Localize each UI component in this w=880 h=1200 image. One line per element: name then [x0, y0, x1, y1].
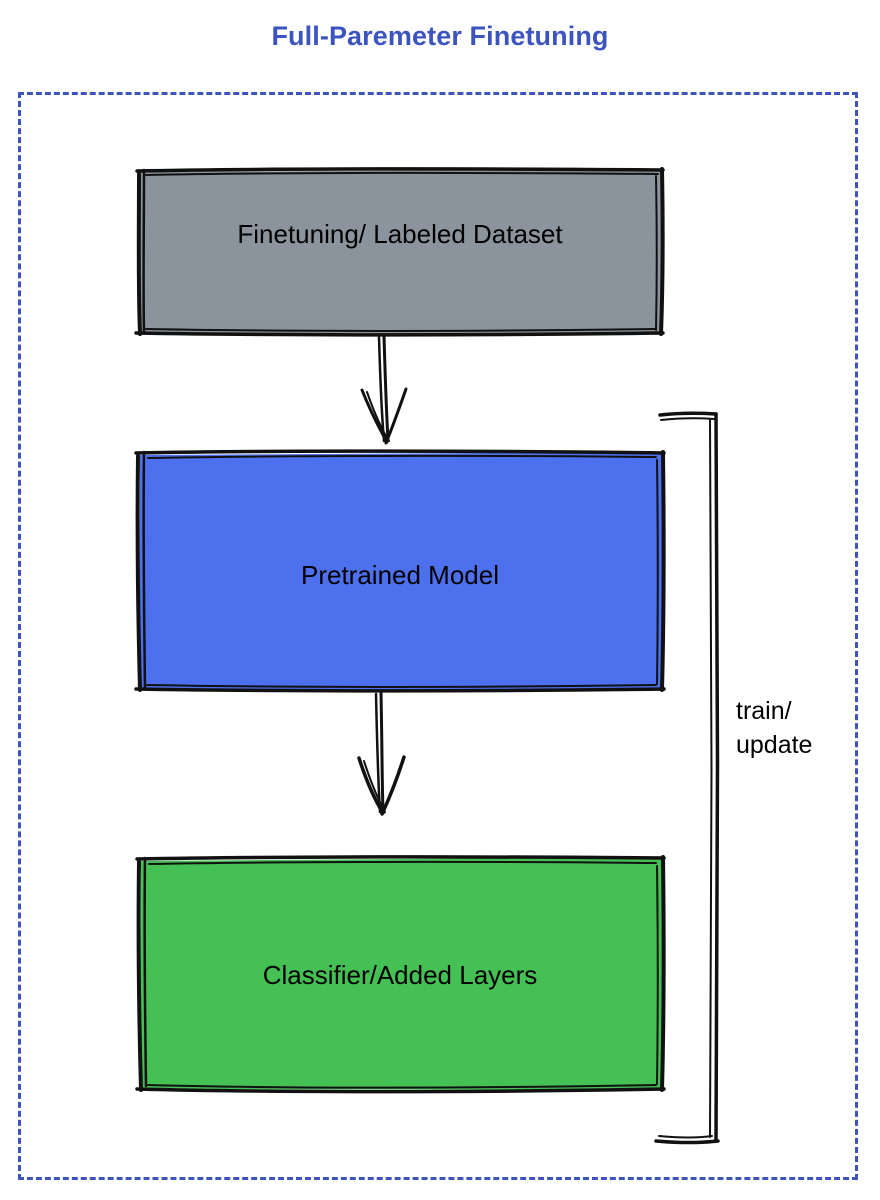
node-dataset-label: Finetuning/ Labeled Dataset: [237, 219, 563, 249]
node-classifier-label: Classifier/Added Layers: [262, 960, 538, 990]
feedback-loop-label: train/ update: [736, 697, 813, 759]
dashed-container-frame: [18, 92, 858, 1180]
node-pretrained-model-label: Pretrained Model: [301, 560, 499, 590]
page-title: Full-Paremeter Finetuning: [271, 21, 609, 51]
